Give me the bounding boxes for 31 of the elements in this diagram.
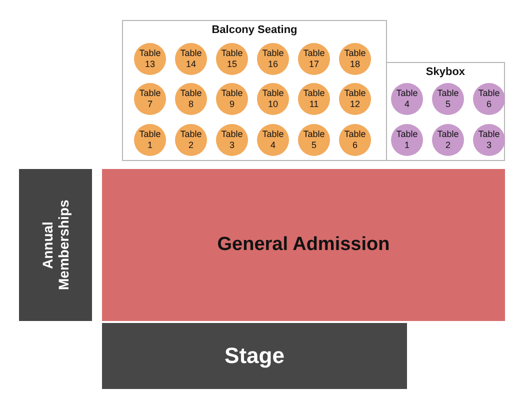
table-seat: Table 11	[298, 83, 330, 115]
table-seat: Table 2	[432, 124, 464, 156]
table-seat: Table 8	[175, 83, 207, 115]
table-seat: Table 4	[257, 124, 289, 156]
table-seat: Table 17	[298, 43, 330, 75]
table-seat: Table 5	[298, 124, 330, 156]
seating-section	[386, 62, 505, 161]
table-seat: Table 6	[473, 83, 505, 115]
seating-section	[122, 20, 387, 161]
seating-section: Annual Memberships	[19, 169, 92, 321]
table-seat: Table 5	[432, 83, 464, 115]
table-seat: Table 16	[257, 43, 289, 75]
table-seat: Table 15	[216, 43, 248, 75]
table-seat: Table 10	[257, 83, 289, 115]
general-admission-area: General Admission	[102, 169, 505, 321]
table-seat: Table 4	[391, 83, 423, 115]
table-seat: Table 14	[175, 43, 207, 75]
table-seat: Table 18	[339, 43, 371, 75]
stage: Stage	[102, 323, 407, 389]
table-seat: Table 12	[339, 83, 371, 115]
table-seat: Table 1	[134, 124, 166, 156]
table-seat: Table 6	[339, 124, 371, 156]
table-seat: Table 9	[216, 83, 248, 115]
table-seat: Table 3	[473, 124, 505, 156]
section-label: Balcony Seating	[210, 24, 298, 36]
table-seat: Table 1	[391, 124, 423, 156]
table-seat: Table 2	[175, 124, 207, 156]
table-seat: Table 7	[134, 83, 166, 115]
section-label: Skybox	[424, 66, 466, 78]
table-seat: Table 13	[134, 43, 166, 75]
table-seat: Table 3	[216, 124, 248, 156]
